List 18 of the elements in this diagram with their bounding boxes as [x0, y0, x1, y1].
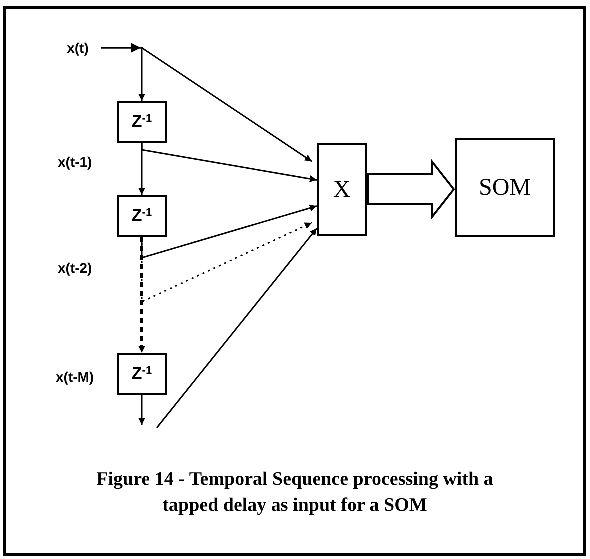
delay-box: Z$^{-1}$ — [117, 353, 167, 395]
signal-label: x(t-1) — [58, 153, 92, 172]
arrow — [138, 395, 146, 425]
arrow — [141, 222, 312, 304]
arrow — [141, 143, 318, 182]
multiplier-box: X — [317, 143, 367, 236]
signal-label: x(t-2) — [58, 259, 92, 278]
input-signal-label: x(t) — [55, 38, 101, 58]
delay-box: Z$^{-1}$ — [117, 101, 167, 143]
arrow — [138, 237, 146, 353]
figure-caption: Figure 14 - Temporal Sequence processing with a tapped delay as input for a SOM — [96, 468, 494, 518]
som-box: SOM — [455, 138, 555, 237]
arrow — [141, 204, 318, 259]
signal-label: x(t-M) — [56, 368, 94, 387]
block-arrow — [367, 158, 456, 220]
delay-box: Z$^{-1}$ — [117, 195, 167, 237]
arrow — [156, 228, 318, 428]
arrow — [101, 47, 312, 162]
